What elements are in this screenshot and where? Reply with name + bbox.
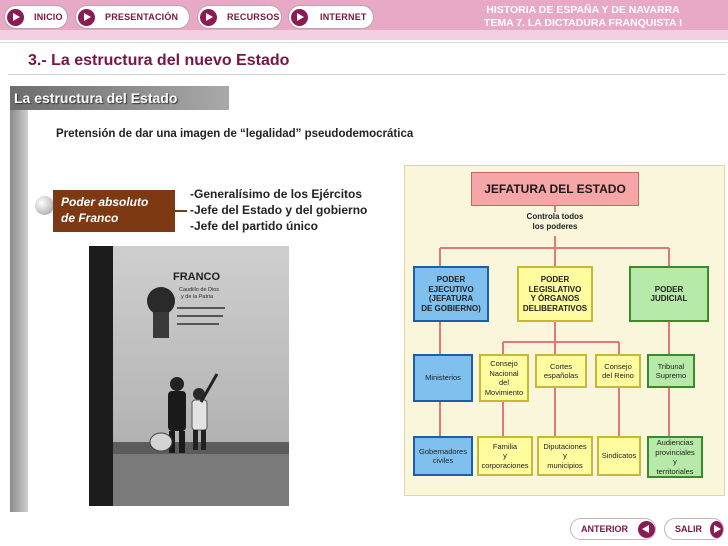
poder-connector xyxy=(175,210,187,212)
box-line: Y ÓRGANOS xyxy=(530,294,580,303)
course-title: HISTORIA DE ESPAÑA Y DE NAVARRA TEMA 7. … xyxy=(458,4,708,30)
box-line: y xyxy=(503,451,507,461)
box-line: Nacional xyxy=(489,368,519,378)
ministerios-box: Ministerios xyxy=(413,354,473,402)
course-title-line1: HISTORIA DE ESPAÑA Y DE NAVARRA xyxy=(486,4,680,16)
poder-judicial-box: PODER JUDICIAL xyxy=(629,266,709,322)
box-line: y xyxy=(563,451,567,461)
box-line: Diputaciones xyxy=(543,441,587,451)
box-line: EJECUTIVO xyxy=(428,284,474,294)
header-divider xyxy=(0,42,728,43)
state-structure-diagram: JEFATURA DEL ESTADO Controla todos los p… xyxy=(404,165,725,496)
nav-recursos-label: RECURSOS xyxy=(227,12,280,22)
poder-legislativo-box: PODER LEGISLATIVO Y ÓRGANOS DELIBERATIVO… xyxy=(517,266,593,322)
exit-arrow-icon xyxy=(710,520,723,538)
box-line: Gobernadores xyxy=(419,446,467,456)
box-line: DELIBERATIVOS xyxy=(522,303,588,313)
nav-presentacion-button[interactable]: PRESENTACIÓN xyxy=(75,5,190,29)
nav-internet-label: INTERNET xyxy=(320,12,367,22)
gobernadores-box: Gobernadores civiles xyxy=(413,436,473,476)
salir-button[interactable]: SALIR xyxy=(664,518,724,540)
box-line: Familia xyxy=(492,441,518,451)
audiencias-box: Audiencias provinciales y territoriales xyxy=(647,436,703,478)
box-line: Supremo xyxy=(655,371,687,380)
box-line: Cortes xyxy=(549,361,573,371)
box-line: españolas xyxy=(543,371,579,380)
historic-photo: FRANCO Caudillo de Dios y de la Patria xyxy=(89,246,289,506)
top-bar: INICIO PRESENTACIÓN RECURSOS INTERNET HI… xyxy=(0,0,728,40)
box-line: PODER xyxy=(654,284,684,294)
poder-line1: Poder absoluto xyxy=(61,195,149,209)
box-line: LEGISLATIVO xyxy=(528,284,582,294)
intro-text: Pretensión de dar una imagen de “legalid… xyxy=(56,128,414,140)
side-strip xyxy=(10,86,28,512)
controls-label: Controla todos los poderes xyxy=(505,212,605,232)
role-item: -Jefe del Estado y del gobierno xyxy=(190,203,368,217)
consejo-nacional-box: Consejo Nacional del Movimiento xyxy=(479,354,529,402)
box-line: JUDICIAL xyxy=(650,294,688,303)
box-line: civiles xyxy=(432,456,454,465)
poder-absoluto-box: Poder absoluto de Franco xyxy=(53,190,175,232)
box-line: provinciales xyxy=(655,447,695,457)
play-icon xyxy=(200,8,217,26)
box-line: territoriales xyxy=(656,466,694,476)
box-line: Tribunal xyxy=(657,361,685,371)
consejo-reino-box: Consejo del Reino xyxy=(595,354,641,388)
play-icon xyxy=(78,8,95,26)
photo-sign-franco: FRANCO xyxy=(173,271,220,283)
salir-label: SALIR xyxy=(675,524,702,534)
section-title: 3.- La estructura del nuevo Estado xyxy=(28,52,290,69)
box-line: Consejo xyxy=(604,361,632,371)
role-item: -Jefe del partido único xyxy=(190,219,319,233)
box-line: PODER xyxy=(436,275,466,284)
cortes-box: Cortes españolas xyxy=(535,354,587,388)
nav-inicio-label: INICIO xyxy=(34,12,63,22)
nav-presentacion-label: PRESENTACIÓN xyxy=(105,12,179,22)
top-bar-band xyxy=(0,30,728,40)
role-item: -Generalísimo de los Ejércitos xyxy=(190,187,363,201)
box-line: corporaciones xyxy=(481,460,529,470)
photo-sign-line3: y de la Patria xyxy=(181,294,214,300)
box-line: (JEFATURA xyxy=(428,294,474,303)
anterior-button[interactable]: ANTERIOR xyxy=(570,518,656,540)
back-arrow-icon xyxy=(638,520,655,538)
play-icon xyxy=(291,8,308,26)
box-line: municipios xyxy=(547,460,583,470)
poder-ejecutivo-box: PODER EJECUTIVO (JEFATURA DE GOBIERNO) xyxy=(413,266,489,322)
roles-list: -Generalísimo de los Ejércitos -Jefe del… xyxy=(190,186,367,234)
diputaciones-box: Diputaciones y municipios xyxy=(537,436,593,476)
box-line: Ministerios xyxy=(425,373,461,383)
familia-box: Familia y corporaciones xyxy=(477,436,533,476)
nav-internet-button[interactable]: INTERNET xyxy=(288,5,374,29)
nav-recursos-button[interactable]: RECURSOS xyxy=(197,5,282,29)
box-line: del Reino xyxy=(602,371,634,380)
controls-line2: los poderes xyxy=(532,222,578,231)
section-divider xyxy=(8,74,726,75)
photo-illustration: FRANCO Caudillo de Dios y de la Patria xyxy=(89,246,289,506)
photo-sign-line2: Caudillo de Dios xyxy=(179,287,219,293)
box-line: Sindicatos xyxy=(601,451,637,461)
subtitle-banner: La estructura del Estado xyxy=(10,86,229,110)
poder-line2: de Franco xyxy=(61,211,119,225)
course-title-line2: TEMA 7. LA DICTADURA FRANQUISTA I xyxy=(483,17,683,29)
diagram-connectors xyxy=(439,206,670,436)
jefatura-box: JEFATURA DEL ESTADO xyxy=(471,172,639,206)
box-line: del xyxy=(498,378,509,387)
controls-line1: Controla todos xyxy=(526,212,584,221)
box-line: Consejo xyxy=(490,359,518,368)
box-line: y xyxy=(673,457,677,466)
box-line: DE GOBIERNO) xyxy=(421,303,481,313)
tribunal-supremo-box: Tribunal Supremo xyxy=(647,354,695,388)
box-line: PODER xyxy=(540,275,570,284)
box-line: Movimiento xyxy=(484,387,524,397)
box-line: Audiencias xyxy=(656,438,694,447)
anterior-label: ANTERIOR xyxy=(581,524,628,534)
play-icon xyxy=(7,8,24,26)
sindicatos-box: Sindicatos xyxy=(597,436,641,476)
bullet-orb-icon xyxy=(35,196,54,215)
nav-inicio-button[interactable]: INICIO xyxy=(4,5,68,29)
